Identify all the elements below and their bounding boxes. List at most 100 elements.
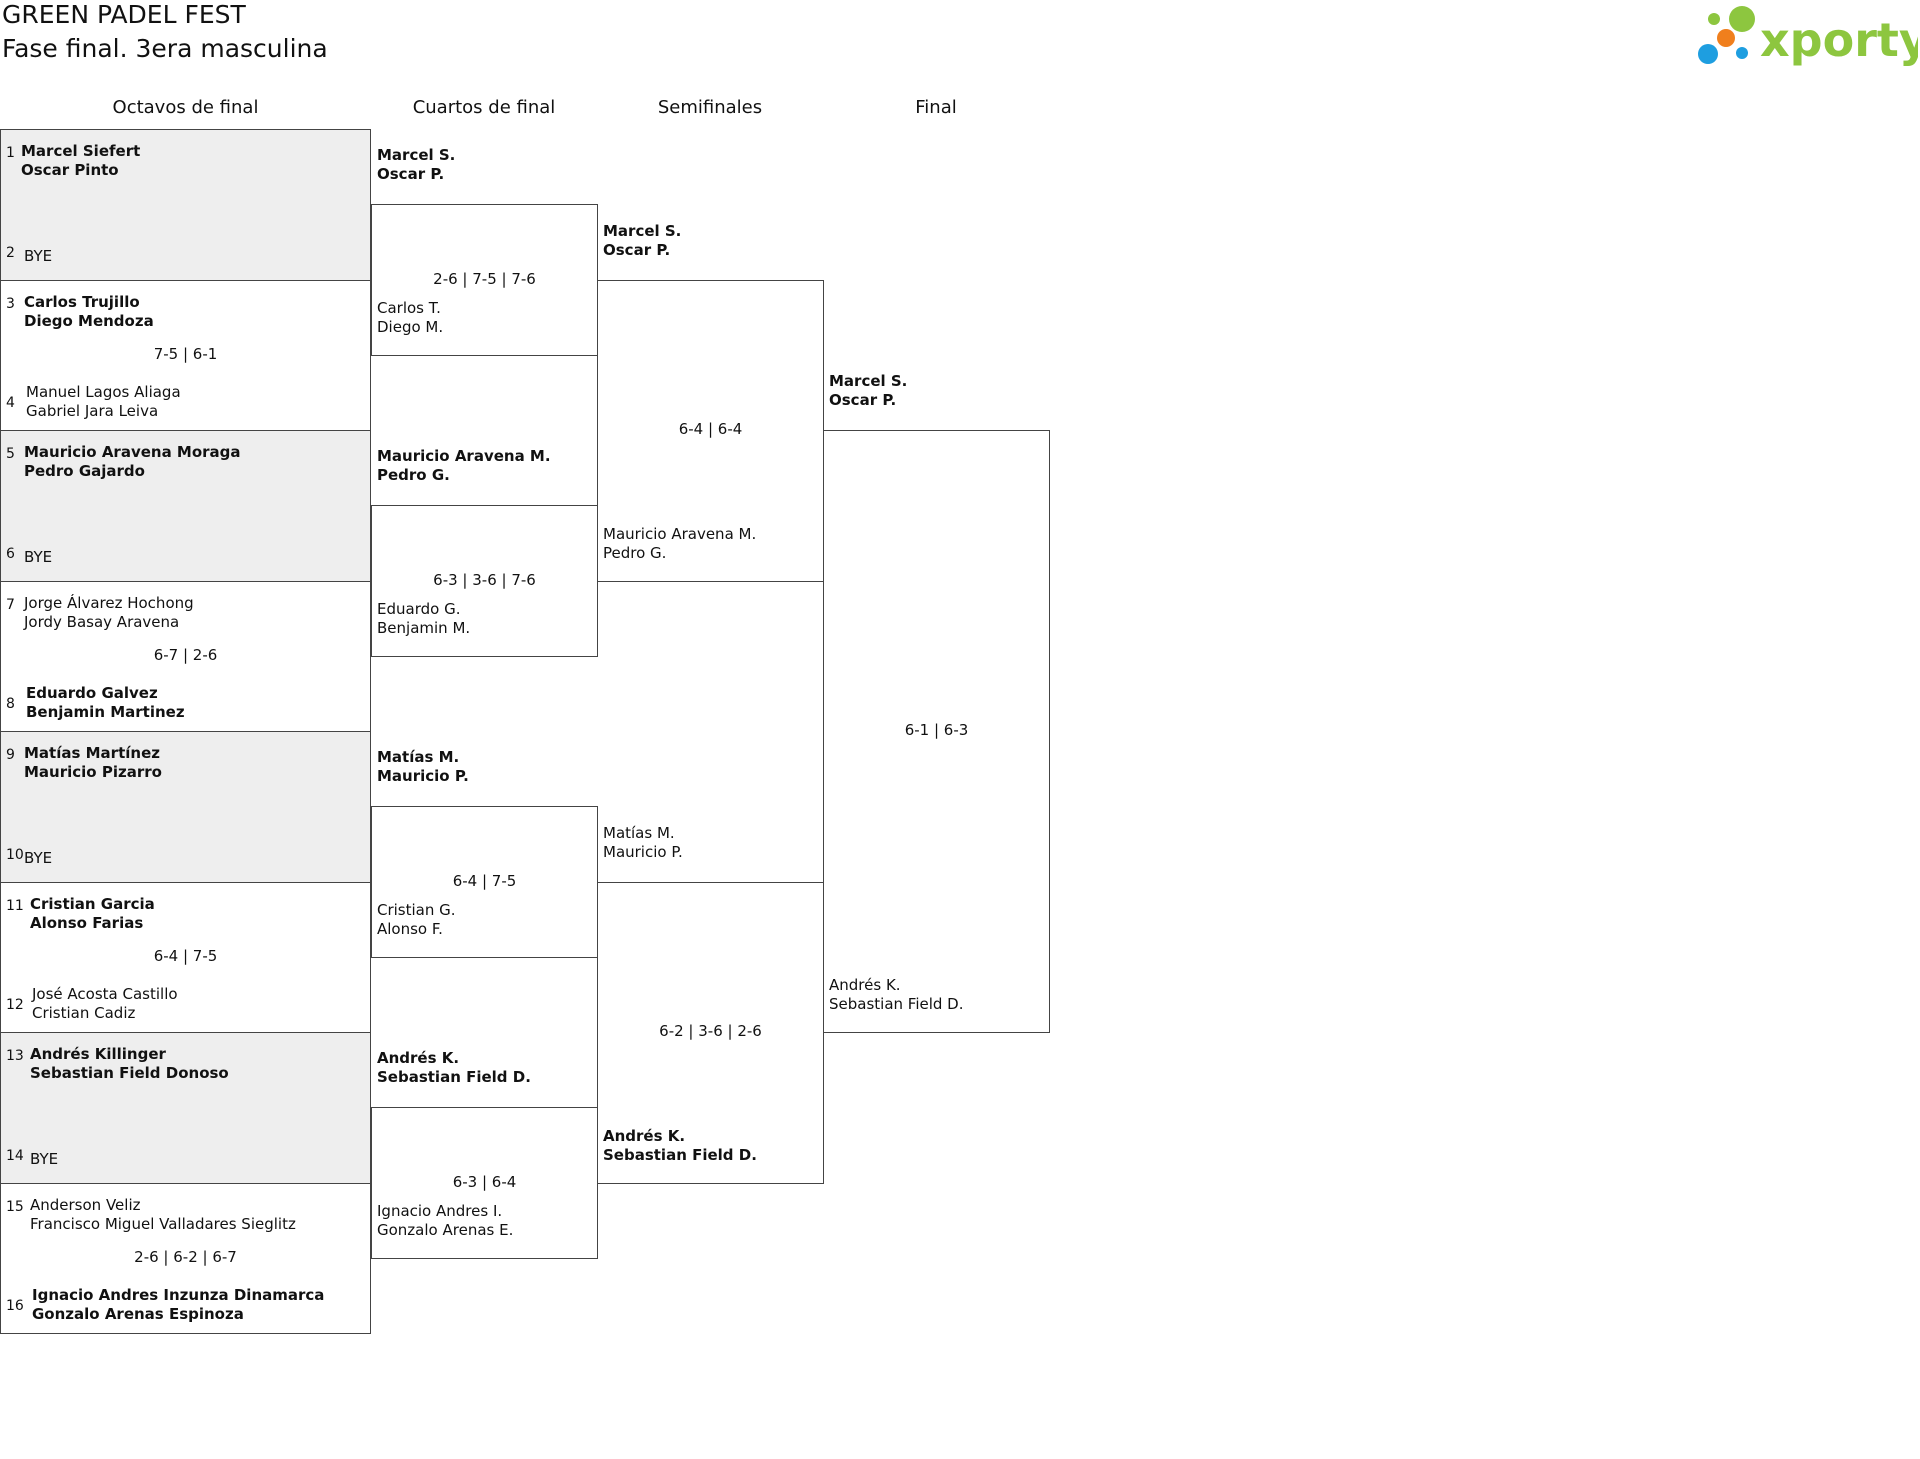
match-box — [597, 279, 824, 582]
match-score: 6-3 | 3-6 | 7-6 — [433, 570, 536, 589]
player-name: Jordy Basay Aravena — [24, 612, 180, 631]
player-name: Marcel S. — [603, 221, 682, 240]
player-name: Marcel S. — [377, 146, 456, 165]
player-name: Oscar P. — [829, 391, 897, 409]
player-name: Eduardo Galvez — [26, 684, 158, 702]
match-box — [371, 1107, 598, 1259]
player-name: Manuel Lagos Aliaga — [26, 383, 181, 401]
player-name: Carlos T. — [377, 298, 441, 317]
team-bottom: Carlos T.Diego M. — [377, 299, 443, 337]
logo-wordmark: xporty — [1760, 13, 1918, 67]
player-name: Sebastian Field D. — [603, 1145, 757, 1164]
player-name: Pedro G. — [377, 466, 450, 485]
seed-number: 14 — [6, 1147, 24, 1164]
match-box — [597, 881, 824, 1184]
match-score: 2-6 | 6-2 | 6-7 — [134, 1247, 237, 1266]
match-box — [0, 1032, 371, 1184]
player-name: Sebastian Field Donoso — [30, 1064, 229, 1082]
team-bottom: Andrés K.Sebastian Field D. — [829, 976, 964, 1014]
player-name: Matías M. — [377, 748, 460, 767]
match-score: 7-5 | 6-1 — [153, 344, 218, 363]
player-name: Mauricio Aravena M. — [377, 447, 551, 466]
team-bottom: BYE — [30, 1150, 58, 1169]
seed-number: 9 — [6, 747, 15, 763]
match-score: 6-4 | 6-4 — [678, 420, 743, 438]
player-name: Oscar P. — [603, 240, 671, 259]
match-score: 6-7 | 2-6 — [153, 645, 218, 664]
team-top: Andrés K.Sebastian Field D. — [377, 1049, 531, 1087]
player-name: Sebastian Field D. — [377, 1068, 531, 1087]
player-name: Benjamin M. — [377, 618, 471, 637]
seed-number: 3 — [6, 295, 15, 312]
player-name: Eduardo G. — [377, 599, 461, 618]
match-box — [371, 505, 598, 657]
match-box — [0, 430, 371, 582]
match-box — [371, 204, 598, 356]
team-bottom: Mauricio Aravena M.Pedro G. — [603, 525, 756, 563]
seed-number: 6 — [6, 545, 15, 562]
seed-number: 5 — [6, 446, 15, 462]
player-name: Jorge Álvarez Hochong — [24, 593, 194, 612]
match-score: 6-2 | 3-6 | 2-6 — [659, 1022, 762, 1040]
player-name: Mauricio Aravena M. — [603, 524, 757, 543]
seed-number: 16 — [6, 1298, 24, 1314]
match-score: 2-6 | 7-5 | 7-6 — [433, 269, 536, 288]
team-bottom: BYE — [24, 247, 52, 266]
player-name: Pedro Gajardo — [24, 462, 145, 480]
player-name: Cristian G. — [377, 900, 456, 919]
page-subtitle: Fase final. 3era masculina — [2, 34, 328, 63]
player-name: Matías M. — [603, 823, 675, 842]
player-name: BYE — [30, 1149, 59, 1168]
match-box — [0, 1182, 371, 1334]
player-name: Mauricio Pizarro — [24, 763, 162, 781]
match-box — [0, 129, 371, 281]
player-name: Anderson Veliz — [30, 1195, 141, 1214]
team-bottom: Ignacio Andres I.Gonzalo Arenas E. — [377, 1202, 513, 1240]
round-header-semifinales: Semifinales — [657, 97, 763, 118]
player-name: Benjamin Martinez — [26, 703, 185, 721]
team-top: Marcel S.Oscar P. — [829, 372, 907, 410]
seed-number: 1 — [6, 145, 15, 161]
team-top: Mauricio Aravena M.Pedro G. — [377, 447, 551, 485]
logo-dot-blue-small — [1736, 47, 1748, 59]
seed-number: 13 — [6, 1048, 24, 1064]
seed-number: 4 — [6, 395, 15, 411]
match-box — [0, 881, 371, 1033]
seed-number: 2 — [6, 244, 15, 261]
team-top: Marcel S.Oscar P. — [377, 146, 455, 184]
player-name: Matías Martínez — [24, 744, 160, 762]
player-name: Mauricio Aravena Moraga — [24, 443, 241, 461]
player-name: Andrés K. — [603, 1126, 686, 1145]
round-header-octavos: Octavos de final — [112, 97, 259, 118]
seed-number: 11 — [6, 897, 24, 914]
seed-number: 12 — [6, 997, 24, 1013]
match-score: 6-3 | 6-4 — [452, 1172, 517, 1191]
player-name: Mauricio P. — [377, 767, 469, 786]
player-name: Andrés Killinger — [30, 1045, 166, 1063]
player-name: Andrés K. — [829, 976, 901, 994]
player-name: Alonso Farias — [30, 913, 144, 932]
seed-number: 15 — [6, 1198, 24, 1215]
player-name: Oscar Pinto — [21, 161, 119, 179]
xporty-logo: xporty — [1698, 6, 1918, 67]
seed-number: 7 — [6, 596, 15, 613]
player-name: BYE — [24, 547, 53, 566]
round-header-final: Final — [915, 97, 957, 118]
player-name: Mauricio P. — [603, 842, 683, 861]
page-title: GREEN PADEL FEST — [2, 0, 246, 29]
team-bottom: BYE — [24, 849, 52, 868]
team-top: Marcel S.Oscar P. — [603, 222, 681, 260]
player-name: Andrés K. — [377, 1049, 460, 1068]
player-name: Marcel S. — [829, 372, 908, 390]
match-score: 6-4 | 7-5 — [153, 946, 218, 965]
round-header-cuartos: Cuartos de final — [412, 97, 556, 118]
